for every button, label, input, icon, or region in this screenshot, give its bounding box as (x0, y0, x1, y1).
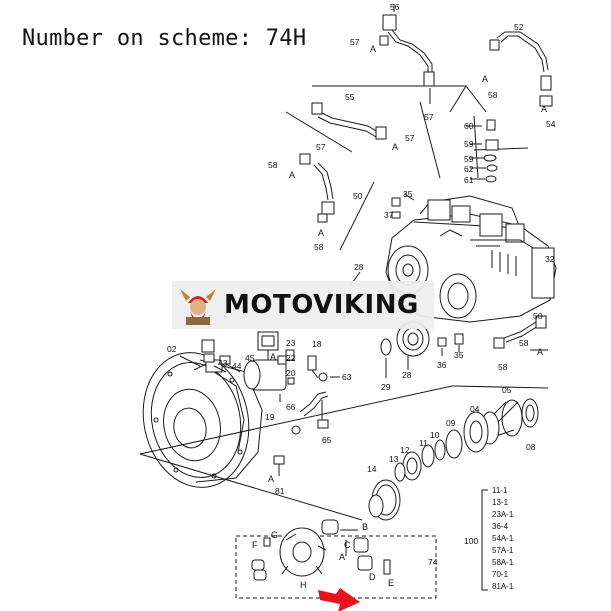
callout-09: 09 (446, 418, 456, 428)
callout-02: 02 (167, 344, 177, 354)
callout-20: 20 (286, 368, 296, 378)
highlight-arrow-icon (318, 588, 360, 611)
letter-a: A (339, 552, 345, 562)
kit-list: 11-1 13-1 23A-1 36-4 54A-1 57A-1 58A-1 7… (492, 486, 514, 591)
callout-19: 19 (265, 412, 275, 422)
callout-65: 65 (322, 435, 332, 445)
callout-23: 23 (286, 338, 296, 348)
callout-08: 08 (526, 442, 536, 452)
letter-a: A (270, 352, 276, 362)
letter-a: A (268, 474, 274, 484)
valve-parts-59-62 (466, 119, 499, 183)
pilot-hose-52 (489, 31, 553, 107)
scheme-number-caption: Number on scheme: 74H (22, 26, 307, 51)
letter-a: A (318, 228, 324, 238)
callout-58: 58 (268, 160, 278, 170)
callout-57: 57 (405, 133, 415, 143)
callout-36: 36 (437, 360, 447, 370)
kit-item: 36-4 (492, 522, 509, 531)
kit-item: 81A-1 (492, 582, 514, 591)
drive-train (368, 398, 539, 521)
callout-66: 66 (286, 402, 296, 412)
gear-pump-19 (243, 331, 295, 402)
callout-57: 57 (316, 142, 326, 152)
callout-35: 35 (403, 189, 413, 199)
brand-name: MOTOVIKING (224, 290, 419, 320)
callout-58: 58 (519, 338, 529, 348)
kit-item: 54A-1 (492, 534, 514, 543)
callout-32: 32 (545, 254, 555, 264)
letter-a: A (537, 347, 543, 357)
callout-13: 13 (389, 454, 399, 464)
kit-item: 70-1 (492, 570, 509, 579)
pilot-hose-50 (299, 153, 335, 223)
callout-62: 62 (464, 164, 474, 174)
callout-61: 61 (464, 175, 474, 185)
callout-50: 50 (533, 311, 543, 321)
letter-g: G (271, 530, 278, 540)
letter-c: C (344, 540, 351, 550)
letter-a: A (392, 142, 398, 152)
letter-h: H (300, 580, 307, 590)
callout-81: 81 (275, 486, 285, 496)
callout-18: 18 (312, 339, 322, 349)
callout-55: 55 (345, 92, 355, 102)
callout-44: 44 (232, 361, 242, 371)
callout-28: 28 (354, 262, 364, 272)
letter-a: A (541, 104, 547, 114)
kit-item: 23A-1 (492, 510, 514, 519)
letter-b: B (362, 522, 368, 532)
letter-a: A (370, 44, 376, 54)
letter-a: A (482, 74, 488, 84)
callout-04: 04 (470, 404, 480, 414)
seal-28-29 (349, 271, 430, 378)
callout-60: 60 (464, 121, 474, 131)
callout-14: 14 (367, 464, 377, 474)
callout-11: 11 (419, 438, 428, 448)
callout-12: 12 (400, 445, 410, 455)
callout-74: 74 (428, 557, 438, 567)
callout-57: 57 (424, 112, 434, 122)
callout-50: 50 (353, 191, 363, 201)
callout-05: 05 (502, 385, 512, 395)
kit-item: 11-1 (492, 486, 508, 495)
pilot-hose-55 (311, 102, 387, 140)
pilot-hose-56 (379, 4, 435, 104)
callout-35: 35 (454, 350, 464, 360)
callout-59: 59 (464, 154, 474, 164)
viking-head-icon (180, 289, 216, 325)
callout-56: 56 (390, 2, 400, 12)
callout-57: 57 (350, 37, 360, 47)
letter-a: A (289, 170, 295, 180)
callout-37: 37 (384, 210, 394, 220)
pump-housing-02 (142, 352, 263, 488)
callout-29: 29 (381, 382, 391, 392)
callout-22: 22 (286, 353, 296, 363)
kit-item: 58A-1 (492, 558, 514, 567)
letter-e: E (388, 578, 394, 588)
callout-58: 58 (314, 242, 324, 252)
letter-d: D (369, 572, 376, 582)
callout-59: 59 (464, 139, 474, 149)
callout-58: 58 (498, 362, 508, 372)
callout-63: 63 (342, 372, 352, 382)
letter-f: F (252, 540, 258, 550)
kit-item: 57A-1 (492, 546, 514, 555)
callout-45: 45 (245, 353, 255, 363)
callout-54: 54 (546, 119, 556, 129)
coupling-74 (235, 519, 437, 599)
callout-10: 10 (430, 430, 440, 440)
callout-43: 43 (218, 358, 228, 368)
callout-100: 100 (464, 536, 478, 546)
callout-52: 52 (514, 22, 524, 32)
watermark-banner: MOTOVIKING (172, 281, 434, 329)
kit-item: 13-1 (492, 498, 509, 507)
callout-28: 28 (402, 370, 412, 380)
callout-58: 58 (488, 90, 498, 100)
